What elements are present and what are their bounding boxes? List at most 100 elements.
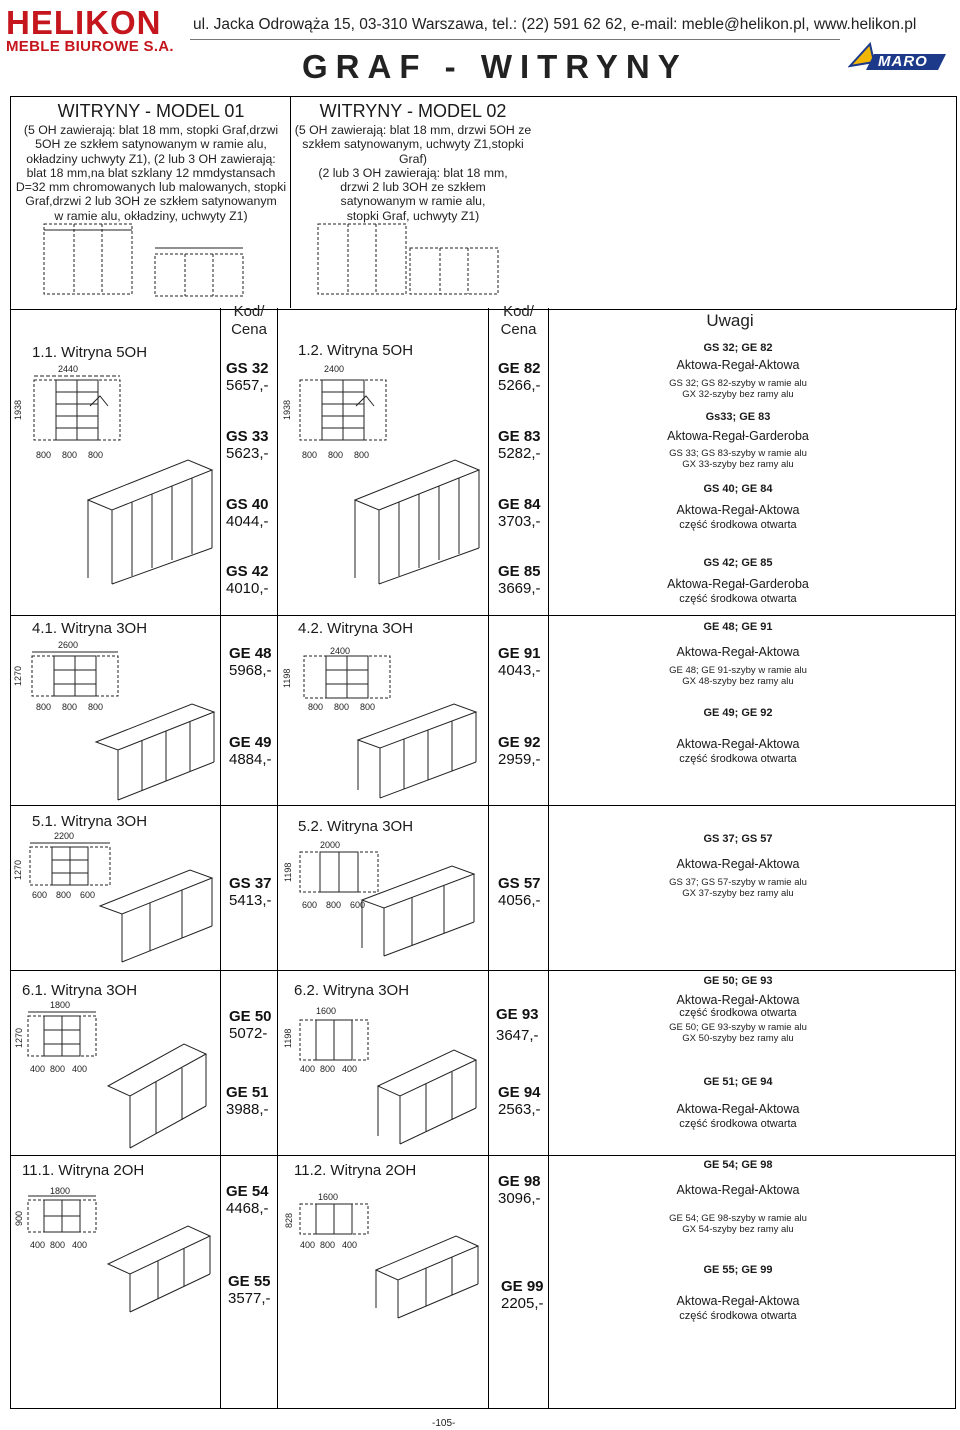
height-dim: 1270 (14, 1027, 24, 1048)
note-head: GE 48; GE 91 (703, 621, 773, 633)
logo-sub-text: MEBLE BIUROWE S.A. (6, 38, 174, 55)
isometric-6-1 (106, 1043, 208, 1149)
note-head: GE 54; GE 98 (703, 1159, 773, 1171)
elevation-1-2 (299, 379, 387, 441)
note-desc: Aktowa-Regał-Aktowa (676, 1183, 800, 1197)
model-02-desc-line: satynowanym w ramie alu, (340, 194, 486, 209)
note-head: GS 32; GE 82 (703, 342, 773, 354)
header-rule (190, 39, 840, 40)
depth-dim: 800 (88, 450, 104, 460)
logo-main-text: HELIKON (6, 4, 162, 41)
depth-dim: 800 (320, 1064, 336, 1074)
elevation-11-1 (27, 1195, 97, 1233)
note-head: GE 50; GE 93 (703, 975, 773, 987)
col-header-cena: Cena (500, 321, 537, 338)
product-code: GE 83 (498, 428, 541, 445)
depth-dim: 400 (30, 1064, 46, 1074)
depth-dim: 800 (62, 702, 78, 712)
depth-dim: 800 (36, 702, 52, 712)
model-01-desc-line: (5 OH zawierają: blat 18 mm, stopki Graf… (23, 123, 279, 137)
note-block: GE 49; GE 92 Aktowa-Regał-Aktowa część ś… (620, 707, 856, 765)
note-block: GS 42; GE 85 Aktowa-Regał-Garderoba częś… (620, 557, 856, 605)
grid-line (10, 615, 956, 616)
maro-logo-graphic (847, 41, 946, 70)
model-02-desc-line: szkłem satynowanym, uchwyty Z1,stopki Gr… (302, 137, 524, 166)
depth-dim: 800 (56, 890, 72, 900)
model-01-desc-line: w ramie alu, okładziny, uchwyty Z1) (54, 208, 248, 223)
maro-logo: MARO (847, 40, 948, 76)
note-line: GX 32-szyby bez ramy alu (682, 389, 794, 400)
note-desc: Aktowa-Regał-Aktowa (676, 503, 800, 517)
note-head: GS 42; GE 85 (703, 557, 773, 569)
width-dim: 2600 (58, 640, 79, 650)
grid-line (10, 805, 956, 806)
depth-dim: 400 (72, 1240, 88, 1250)
product-code: GE 54 (226, 1183, 269, 1200)
note-desc: Aktowa-Regał-Garderoba (667, 429, 809, 443)
isometric-11-1 (106, 1225, 212, 1313)
isometric-5-1 (98, 869, 214, 963)
model-02-elevation-b (409, 247, 499, 295)
product-price: 4043,- (498, 662, 541, 679)
model-01-desc-line: okładziny uchwyty Z1), (2 lub 3 OH zawie… (26, 151, 276, 166)
elevation-6-1 (27, 1011, 97, 1057)
note-line: GX 33-szyby bez ramy alu (682, 459, 794, 470)
depth-dim: 400 (342, 1064, 358, 1074)
note-line: GE 54; GE 98-szyby w ramie alu (669, 1213, 807, 1224)
product-code: GE 49 (229, 734, 272, 751)
depth-dim: 400 (300, 1240, 316, 1250)
depth-dim: 800 (320, 1240, 336, 1250)
product-price: 3577,- (228, 1290, 271, 1307)
product-price: 3988,- (226, 1101, 269, 1118)
section-title: 4.2. Witryna 3OH (298, 620, 414, 637)
height-dim: 1198 (283, 862, 293, 882)
product-code: GE 51 (226, 1084, 269, 1101)
grid-line (10, 970, 956, 971)
depth-dim: 600 (32, 890, 48, 900)
isometric-4-1 (94, 703, 216, 801)
depth-dim: 400 (342, 1240, 358, 1250)
contact-line: ul. Jacka Odrowąża 15, 03-310 Warszawa, … (193, 16, 917, 33)
depth-dim: 800 (334, 702, 350, 712)
note-line: GS 32; GS 82-szyby w ramie alu (669, 378, 807, 389)
product-price: 5623,- (226, 445, 269, 462)
model-01-desc-line: blat 18 mm,na blat szklany 12 mmdystansa… (26, 165, 276, 180)
note-block: GS 37; GS 57 Aktowa-Regał-Aktowa GS 37; … (620, 833, 856, 899)
helikon-logo: HELIKON MEBLE BIUROWE S.A. (6, 4, 182, 55)
isometric-11-2 (374, 1235, 480, 1319)
product-code: GE 55 (228, 1273, 271, 1290)
grid-line (10, 308, 11, 1408)
note-block: Gs33; GE 83 Aktowa-Regał-Garderoba GS 33… (620, 411, 856, 470)
maro-logo-text: MARO (878, 53, 928, 70)
note-head: GS 37; GS 57 (703, 833, 773, 845)
product-code: GS 37 (229, 875, 272, 892)
grid-line (10, 1155, 956, 1156)
grid-line (488, 308, 489, 1408)
product-code: GE 82 (498, 360, 541, 377)
section-title: 4.1. Witryna 3OH (32, 620, 148, 637)
height-dim: 1270 (13, 665, 23, 686)
note-line: GS 33; GS 83-szyby w ramie alu (669, 448, 807, 459)
note-desc: Aktowa-Regał-Aktowa (676, 993, 800, 1007)
note-line: część środkowa otwarta (679, 1118, 797, 1130)
model-01-desc-line: 5OH ze szkłem satynowanym w ramie alu, (35, 137, 267, 152)
note-line: część środkowa otwarta (679, 593, 797, 605)
isometric-5-2 (360, 865, 476, 957)
col-header-cena: Cena (231, 321, 267, 338)
product-price: 4468,- (226, 1200, 269, 1217)
product-price: 5413,- (229, 892, 272, 909)
height-dim: 828 (284, 1212, 294, 1228)
note-block: GE 55; GE 99 Aktowa-Regał-Aktowa część ś… (620, 1264, 856, 1322)
col-header-kod-left: Kod/ Cena (221, 303, 277, 339)
depth-dim: 400 (30, 1240, 46, 1250)
product-price: 2959,- (498, 751, 541, 768)
